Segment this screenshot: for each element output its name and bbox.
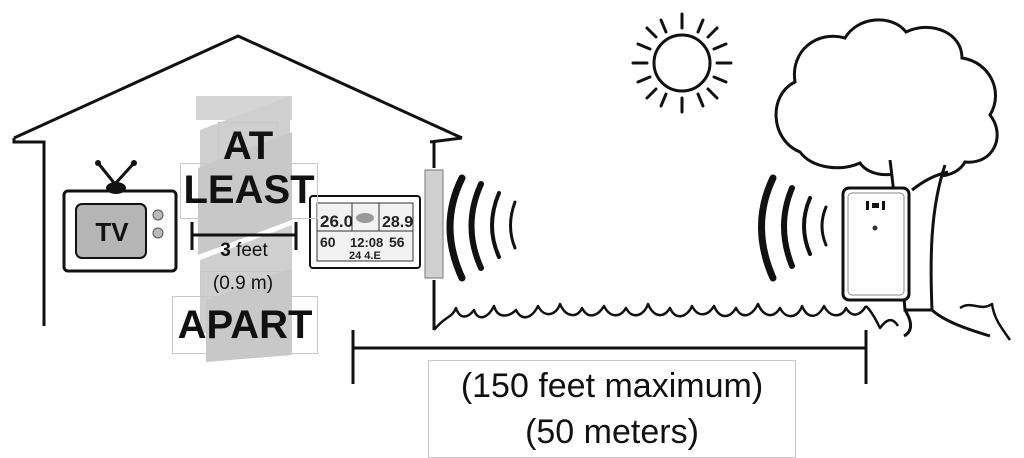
- tv-icon: [62, 160, 178, 273]
- indoor-distance-unit: feet: [236, 240, 268, 261]
- sensor-vent-icon: [866, 201, 885, 210]
- hatched-band: [196, 96, 292, 362]
- display-clock: 12:08: [350, 235, 383, 250]
- signal-waves-outdoor: [758, 174, 828, 282]
- display-mid-left: 60: [320, 234, 336, 250]
- least-label: LEAST: [183, 168, 315, 212]
- range-max-meters: (50 meters): [525, 413, 699, 451]
- indoor-distance-label: 3 feet: [196, 240, 292, 262]
- sun-icon: [631, 12, 733, 114]
- grass-line: [433, 302, 1012, 341]
- at-label: AT: [222, 124, 274, 168]
- display-date: 24 4.E: [349, 250, 381, 262]
- display-top-left: 26.0: [320, 212, 353, 231]
- weather-station-display: 26.0 28.9 60 12:08 56 24 4.E: [309, 195, 421, 269]
- cloud-icon: [356, 213, 374, 223]
- label-frame-apart: [172, 296, 318, 354]
- wall-panel: [424, 169, 444, 279]
- house-outline: [12, 34, 463, 330]
- range-max-feet: (150 feet maximum): [460, 367, 764, 405]
- indoor-distance-value: 3: [220, 240, 231, 261]
- outdoor-distance-bar: [351, 330, 868, 384]
- apart-label: APART: [177, 303, 313, 347]
- tv-label: TV: [95, 217, 129, 247]
- display-top-right: 28.9: [382, 214, 413, 231]
- outdoor-sensor: [841, 186, 911, 302]
- signal-waves-indoor: [446, 174, 517, 282]
- display-mid-right: 56: [389, 234, 405, 250]
- indoor-distance-bar: [190, 222, 298, 250]
- indoor-distance-metric: (0.9 m): [212, 273, 274, 294]
- label-frame-least: [180, 163, 318, 219]
